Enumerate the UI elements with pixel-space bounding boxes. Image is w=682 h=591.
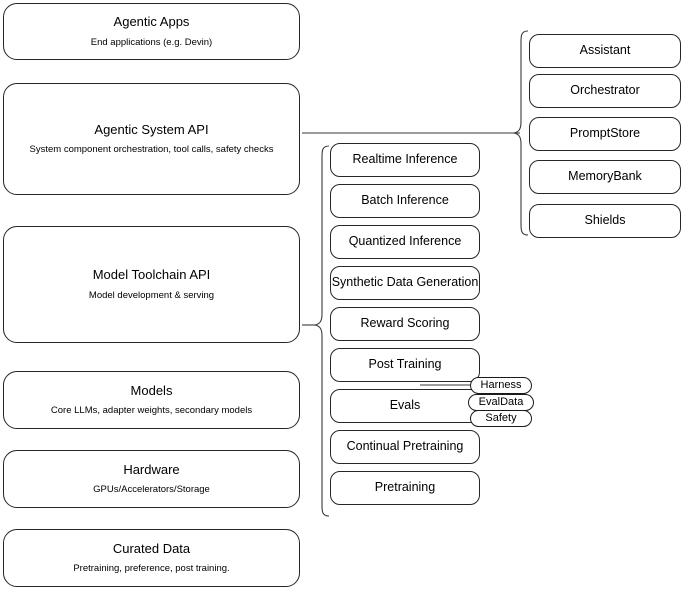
layer-title: Agentic System API (94, 121, 209, 137)
layer-subtitle: Pretraining, preference, post training. (73, 563, 230, 575)
toolchain-item-label: Pretraining (374, 480, 436, 495)
system-item-label: Orchestrator (570, 83, 640, 98)
system-item-memorybank[interactable]: MemoryBank (529, 160, 681, 194)
layer-model-toolchain-api[interactable]: Model Toolchain API Model development & … (3, 226, 300, 343)
layer-curated-data[interactable]: Curated Data Pretraining, preference, po… (3, 529, 300, 587)
layer-title: Model Toolchain API (92, 267, 211, 283)
toolchain-item-evals[interactable]: Evals (330, 389, 480, 423)
toolchain-item-continual-pretraining[interactable]: Continual Pretraining (330, 430, 480, 464)
toolchain-item-label: Synthetic Data Generation (331, 275, 479, 290)
layer-title: Hardware (123, 461, 180, 477)
toolchain-item-label: Post Training (368, 357, 442, 372)
toolchain-item-synthetic-data-generation[interactable]: Synthetic Data Generation (330, 266, 480, 300)
toolchain-item-realtime-inference[interactable]: Realtime Inference (330, 143, 480, 177)
system-item-label: PromptStore (569, 126, 641, 141)
layer-agentic-system-api[interactable]: Agentic System API System component orch… (3, 83, 300, 195)
toolchain-item-label: Batch Inference (361, 193, 449, 208)
evals-detail-harness[interactable]: Harness (470, 377, 532, 394)
toolchain-item-label: Evals (389, 398, 421, 413)
toolchain-item-quantized-inference[interactable]: Quantized Inference (330, 225, 480, 259)
evals-detail-evaldata[interactable]: EvalData (468, 394, 534, 411)
layer-subtitle: System component orchestration, tool cal… (29, 144, 274, 156)
system-item-label: Shields (584, 213, 626, 228)
toolchain-item-label: Reward Scoring (360, 316, 450, 331)
system-item-label: Assistant (579, 43, 631, 58)
toolchain-item-label: Quantized Inference (348, 234, 462, 249)
evals-detail-label: Safety (485, 412, 517, 424)
evals-detail-label: Harness (480, 379, 522, 391)
brace-toolchain-components (314, 145, 330, 517)
toolchain-item-pretraining[interactable]: Pretraining (330, 471, 480, 505)
system-item-shields[interactable]: Shields (529, 204, 681, 238)
layer-hardware[interactable]: Hardware GPUs/Accelerators/Storage (3, 450, 300, 508)
system-item-orchestrator[interactable]: Orchestrator (529, 74, 681, 108)
layer-subtitle: GPUs/Accelerators/Storage (93, 484, 210, 496)
toolchain-item-batch-inference[interactable]: Batch Inference (330, 184, 480, 218)
layer-subtitle: Core LLMs, adapter weights, secondary mo… (50, 405, 253, 417)
layer-subtitle: End applications (e.g. Devin) (90, 36, 213, 48)
evals-detail-label: EvalData (478, 396, 524, 408)
system-item-label: MemoryBank (568, 169, 642, 184)
system-item-assistant[interactable]: Assistant (529, 34, 681, 68)
toolchain-item-label: Continual Pretraining (346, 439, 464, 454)
layer-title: Models (130, 382, 173, 398)
layer-subtitle: Model development & serving (88, 289, 215, 301)
evals-detail-safety[interactable]: Safety (470, 410, 532, 427)
layer-title: Agentic Apps (113, 14, 190, 30)
toolchain-item-reward-scoring[interactable]: Reward Scoring (330, 307, 480, 341)
toolchain-item-label: Realtime Inference (352, 152, 458, 167)
layer-agentic-apps[interactable]: Agentic Apps End applications (e.g. Devi… (3, 3, 300, 60)
layer-models[interactable]: Models Core LLMs, adapter weights, secon… (3, 371, 300, 429)
toolchain-item-post-training[interactable]: Post Training (330, 348, 480, 382)
system-item-promptstore[interactable]: PromptStore (529, 117, 681, 151)
brace-system-components (513, 30, 529, 236)
layer-title: Curated Data (112, 540, 191, 556)
